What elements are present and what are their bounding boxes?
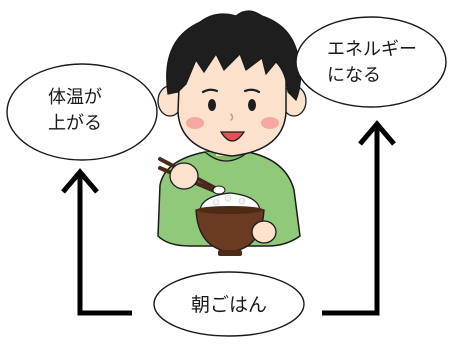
- left-eye: [208, 99, 216, 111]
- right-cheek: [261, 117, 279, 129]
- bubble-energy-line1: エネルギー: [327, 39, 417, 60]
- bubble-breakfast-label: 朝ごはん: [191, 294, 267, 316]
- arrow-to-right-bubble: [322, 120, 396, 316]
- nose: [230, 113, 234, 121]
- left-hand: [251, 220, 277, 244]
- right-hand: [169, 162, 199, 190]
- arrow-to-left-bubble: [61, 168, 132, 316]
- left-eyebrow: [201, 88, 219, 94]
- bubble-body-temp-line2: 上がる: [48, 113, 102, 134]
- boy-eating-rice-icon: [157, 10, 307, 256]
- right-eyebrow: [243, 88, 261, 94]
- bubble-body-temp-line1: 体温が: [48, 87, 102, 108]
- bubble-energy-line2: になる: [327, 65, 381, 86]
- hair: [166, 10, 302, 102]
- bubble-energy: エネルギー になる: [295, 16, 447, 108]
- bubble-breakfast: 朝ごはん: [153, 271, 305, 337]
- right-eye: [248, 99, 256, 111]
- mouth: [219, 131, 246, 142]
- left-cheek: [186, 117, 204, 129]
- bubble-body-temp: 体温が 上がる: [6, 63, 158, 161]
- rice-bowl-icon: [195, 192, 265, 256]
